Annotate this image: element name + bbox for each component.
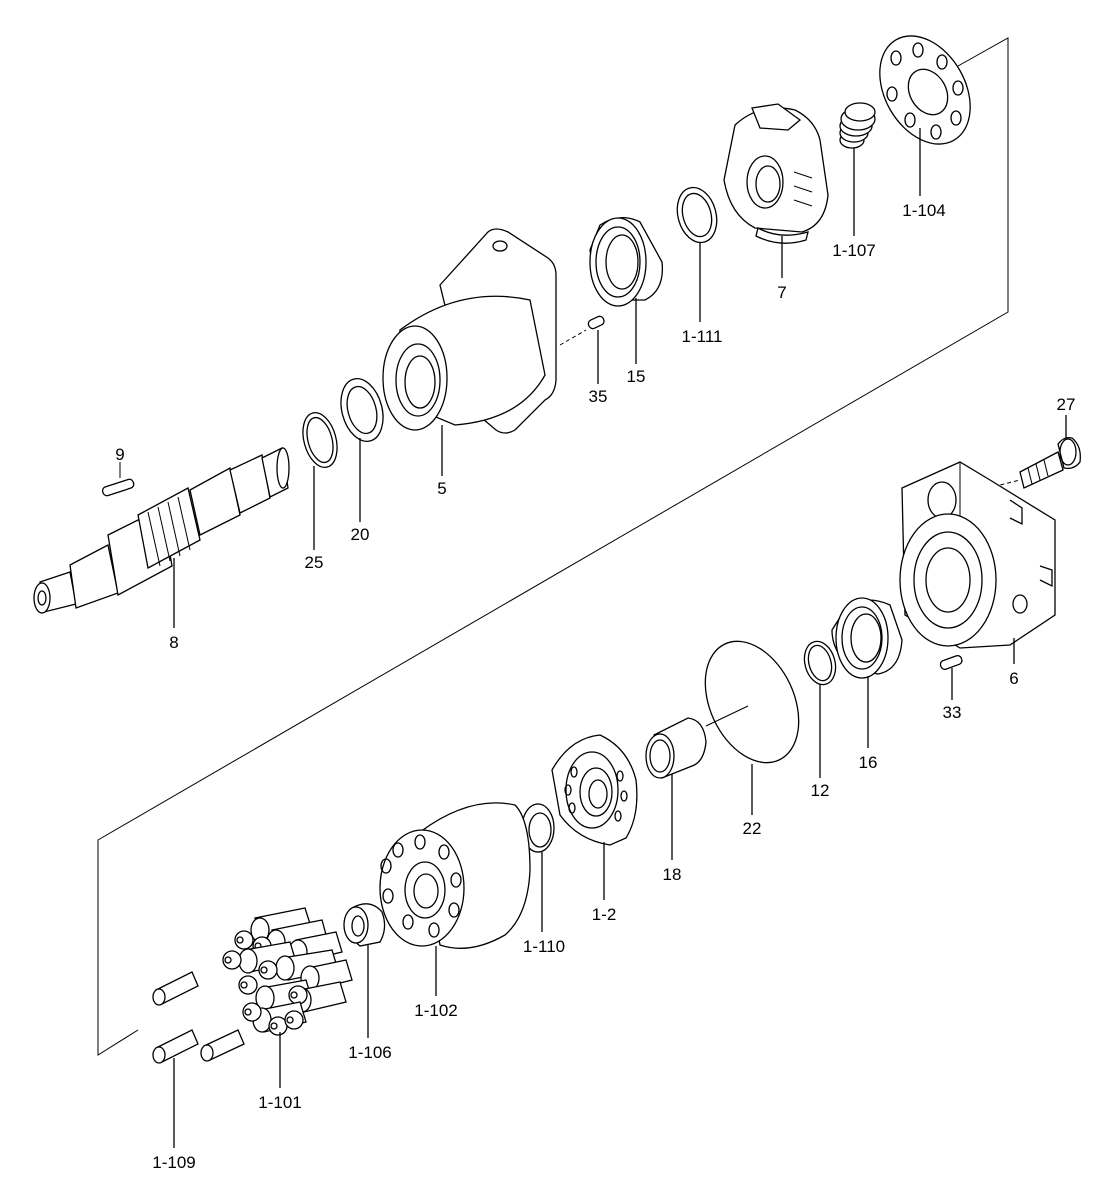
part-7-swash-plate bbox=[723, 103, 829, 278]
part-9-key bbox=[101, 462, 135, 497]
label-35: 35 bbox=[589, 387, 608, 406]
label-33: 33 bbox=[943, 703, 962, 722]
part-27-bolt bbox=[979, 415, 1081, 491]
part-1-109-pins bbox=[152, 971, 245, 1148]
label-1-110: 1-110 bbox=[523, 937, 565, 956]
label-1-109: 1-109 bbox=[152, 1153, 195, 1172]
part-1-2-valve-plate bbox=[551, 734, 638, 900]
part-1-110-ring bbox=[521, 803, 555, 932]
label-15: 15 bbox=[627, 367, 646, 386]
part-8-shaft bbox=[33, 447, 290, 628]
part-1-104-plate bbox=[879, 35, 971, 196]
part-12-ring bbox=[803, 640, 837, 778]
label-27: 27 bbox=[1057, 395, 1076, 414]
label-5: 5 bbox=[437, 479, 446, 498]
label-16: 16 bbox=[859, 753, 878, 772]
part-1-111-ring bbox=[676, 186, 718, 322]
label-8: 8 bbox=[169, 633, 178, 652]
part-33-pin bbox=[939, 654, 963, 700]
part-1-101-pistons bbox=[222, 907, 353, 1088]
label-9: 9 bbox=[115, 445, 124, 464]
label-22: 22 bbox=[743, 819, 762, 838]
label-6: 6 bbox=[1009, 669, 1018, 688]
label-25: 25 bbox=[305, 553, 324, 572]
label-1-107: 1-107 bbox=[832, 241, 875, 260]
part-20-ring bbox=[340, 378, 384, 522]
assembly-frame bbox=[97, 37, 1009, 1056]
part-1-107-spring bbox=[839, 102, 876, 236]
label-1-102: 1-102 bbox=[414, 1001, 457, 1020]
part-35-pin bbox=[559, 315, 605, 384]
part-6-end-cover bbox=[899, 461, 1056, 664]
label-1-111: 1-111 bbox=[682, 327, 723, 346]
label-1-2: 1-2 bbox=[592, 905, 617, 924]
label-1-101: 1-101 bbox=[258, 1093, 301, 1112]
callout-labels: 9 8 25 20 5 35 15 1-111 7 1-107 1-104 27… bbox=[115, 201, 1075, 1172]
label-1-104: 1-104 bbox=[902, 201, 945, 220]
label-1-106: 1-106 bbox=[348, 1043, 391, 1062]
part-18-needle-bearing bbox=[645, 717, 707, 860]
label-18: 18 bbox=[663, 865, 682, 884]
part-15-bearing bbox=[589, 217, 664, 364]
part-25-retaining-ring bbox=[302, 411, 338, 550]
part-5-flange-housing bbox=[382, 228, 557, 476]
label-7: 7 bbox=[777, 283, 786, 302]
label-12: 12 bbox=[811, 781, 830, 800]
part-1-102-cylinder-block bbox=[379, 802, 531, 996]
part-22-o-ring bbox=[704, 640, 800, 815]
label-20: 20 bbox=[351, 525, 370, 544]
part-1-106-spherical-bush bbox=[343, 903, 386, 1038]
part-16-bearing bbox=[831, 597, 903, 748]
